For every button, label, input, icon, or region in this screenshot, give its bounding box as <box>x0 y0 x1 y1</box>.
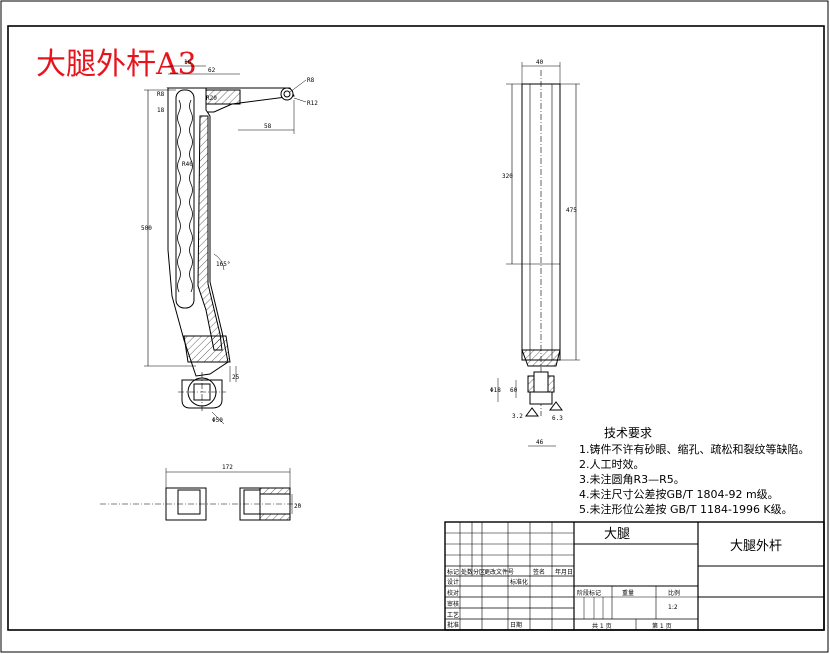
tb-row-label: 年月日 <box>555 568 573 576</box>
part-name: 大腿外杆 <box>730 539 782 554</box>
dim-front-height: 500 <box>141 225 152 232</box>
note-item: 4.未注尺寸公差按GB/T 1804-92 m级。 <box>579 487 779 501</box>
note-item: 3.未注圆角R3—R5。 <box>579 472 685 486</box>
dim-front-bottom-dia: Φ50 <box>212 417 223 424</box>
dim-front-r20: R20 <box>206 95 217 102</box>
dim-side-tol: 3.2 <box>512 413 523 420</box>
note-item: 1.铸件不许有砂眼、缩孔、疏松和裂纹等缺陷。 <box>579 442 810 456</box>
dim-front-top-width: 16 <box>184 59 192 66</box>
tb-side-label: 校对 <box>447 589 459 597</box>
dim-front-pin-r: R12 <box>307 100 318 107</box>
technical-notes: 技术要求 1.铸件不许有砂眼、缩孔、疏松和裂纹等缺陷。 2.人工时效。 3.未注… <box>579 426 810 516</box>
tb-mid-label: 阶段标记 <box>577 589 601 597</box>
side-view-dims: 40 320 475 60 Φ18 3.2 6.3 46 <box>490 59 577 446</box>
title-block <box>444 521 825 631</box>
inner-frame <box>7 25 825 631</box>
tb-side-label: 设计 <box>447 578 459 586</box>
bottom-view-dims: 172 20 <box>222 464 302 510</box>
drawing-title: 大腿外杆A3 <box>36 47 197 82</box>
dim-front-angle: 165° <box>216 261 230 268</box>
dim-front-r40: R40 <box>182 161 193 168</box>
tb-row-label: 签名 <box>533 568 545 576</box>
dim-front-hole-r: R8 <box>307 77 315 84</box>
note-item: 2.人工时效。 <box>579 457 645 471</box>
tb-date-label: 日期 <box>510 621 522 629</box>
dim-side-total-len: 475 <box>566 207 577 214</box>
dim-front-bottom-h: 25 <box>232 374 240 381</box>
tb-mid-label: 重量 <box>622 589 634 597</box>
dim-front-left-1: 18 <box>157 107 165 114</box>
part-group: 大腿 <box>604 527 630 542</box>
tb-side-label: 标准化 <box>510 578 528 586</box>
tb-row-label: 处数 <box>461 568 473 576</box>
tb-row-label: 更改文件号 <box>484 568 514 576</box>
dim-side-small: 60 <box>510 387 518 394</box>
tb-side-label: 工艺 <box>447 611 459 619</box>
tb-scale: 1:2 <box>668 604 678 611</box>
bottom-view <box>100 468 300 521</box>
title-block-text: 大腿 大腿外杆 标记 处数 分区 更改文件号 签名 年月日 设计 校对 审核 工… <box>447 527 782 630</box>
tb-side-label: 批准 <box>447 621 459 629</box>
dim-bottom-len: 172 <box>222 464 233 471</box>
front-view <box>144 65 307 425</box>
tb-row-label: 标记 <box>447 568 459 576</box>
side-view <box>497 62 580 447</box>
tb-row-label: 分区 <box>473 568 485 576</box>
dim-front-top-span: 62 <box>208 67 216 74</box>
front-view-dims: 16 62 R8 R12 58 18 R8 R20 R40 500 165° 2… <box>141 59 318 424</box>
dim-side-tol2: 6.3 <box>552 415 563 422</box>
notes-heading: 技术要求 <box>604 426 652 440</box>
dim-side-inner-len: 320 <box>502 173 513 180</box>
note-item: 5.未注形位公差按 GB/T 1184-1996 K级。 <box>579 502 793 516</box>
dim-side-top-width: 40 <box>536 59 544 66</box>
tb-mid-label: 比例 <box>668 589 680 597</box>
tb-sheet-total: 共 1 页 <box>592 622 612 630</box>
dim-front-arm-len: 58 <box>264 123 272 130</box>
dim-front-left-2: R8 <box>157 91 165 98</box>
tb-sheet-no: 第 1 页 <box>652 622 672 630</box>
tb-side-label: 审核 <box>447 600 459 608</box>
dim-side-bottom-w: 46 <box>536 439 544 446</box>
dim-bottom-h: 20 <box>294 503 302 510</box>
dim-side-hole: Φ18 <box>490 387 501 394</box>
